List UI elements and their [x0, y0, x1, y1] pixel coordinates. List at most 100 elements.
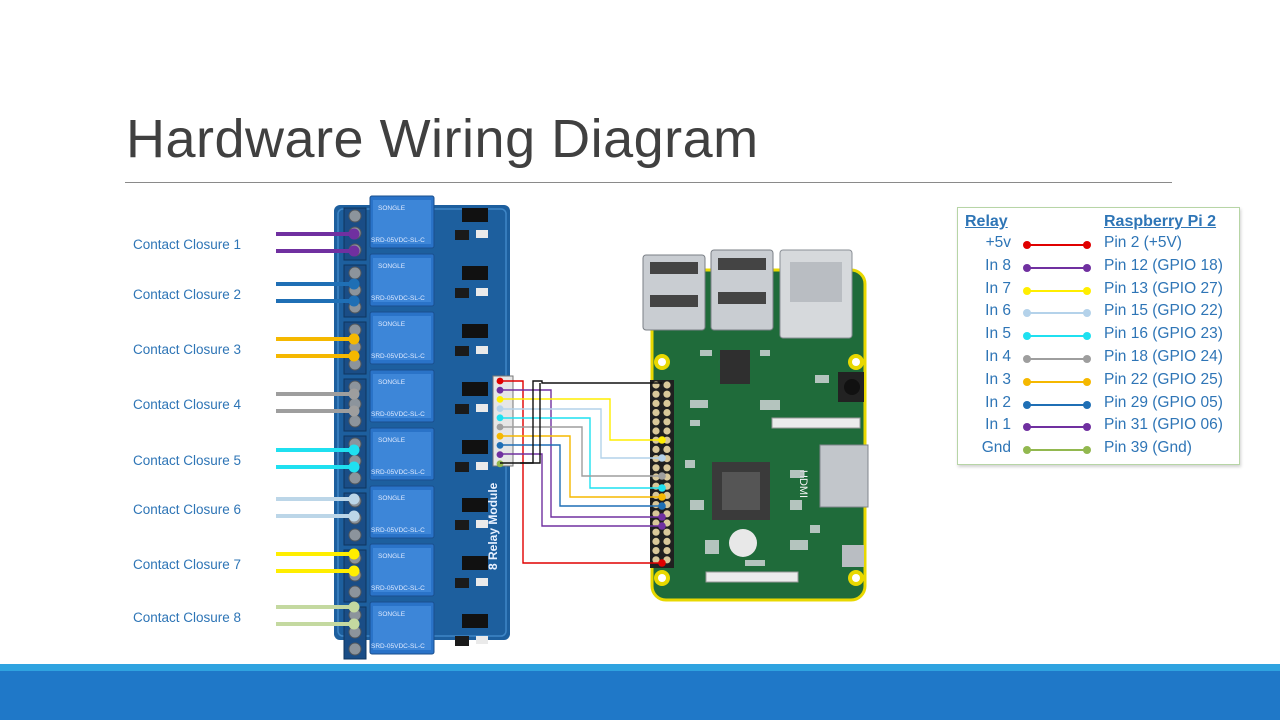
relay-unit: SONGLE SRD-05VDC-SL-C	[369, 253, 488, 307]
gpio-pin	[663, 390, 671, 398]
legend-dot	[1023, 332, 1031, 341]
gpio-pin	[652, 556, 660, 564]
contact-closure-label: Contact Closure 6	[133, 502, 242, 517]
legend-pi-pin: Pin 39 (Gnd)	[1104, 439, 1192, 457]
legend-dot	[1083, 286, 1091, 295]
legend-dot	[1083, 377, 1091, 386]
gpio-pin	[663, 537, 671, 546]
smd-component	[700, 350, 712, 356]
contact-closure-label: Contact Closure 3	[133, 342, 242, 357]
legend-pi-header: Raspberry Pi 2	[1104, 213, 1217, 230]
smd-component	[760, 350, 770, 356]
svg-text:SRD-05VDC-SL-C: SRD-05VDC-SL-C	[371, 469, 425, 476]
contact-closure-label: Contact Closure 5	[133, 453, 242, 468]
smd-component	[815, 375, 829, 383]
header-pin-dot	[496, 460, 504, 468]
legend-dot	[1083, 241, 1091, 249]
optocoupler	[462, 440, 488, 454]
wire-end-dot	[348, 618, 360, 630]
terminal-screw	[348, 209, 362, 223]
contact-closure-label: Contact Closure 2	[133, 287, 242, 302]
wire-end-dot	[348, 278, 360, 290]
svg-text:SONGLE: SONGLE	[378, 321, 406, 328]
svg-text:SONGLE: SONGLE	[378, 553, 406, 560]
jumper-wire	[500, 408, 662, 459]
svg-text:SRD-05VDC-SL-C: SRD-05VDC-SL-C	[371, 295, 425, 302]
gpio-pin	[652, 418, 660, 426]
contact-wires	[276, 228, 360, 630]
gpio-pin-dot	[658, 454, 666, 462]
wire-end-dot	[348, 493, 360, 505]
raspberry-pi-board: HDMI	[642, 249, 869, 602]
transistor	[455, 462, 469, 472]
ground-wire	[500, 380, 662, 464]
wire-end-dot	[348, 228, 360, 240]
legend-wire-swatch	[1023, 400, 1091, 409]
optocoupler	[462, 382, 488, 396]
gpio-pin	[652, 528, 660, 536]
jumper-wire	[500, 398, 662, 441]
legend-wire-swatch	[1023, 332, 1091, 341]
led	[476, 578, 488, 586]
jumper-wire	[500, 380, 662, 564]
relay-units: SONGLE SRD-05VDC-SL-C SONGLE SRD-05VDC-SL-C…	[369, 195, 488, 655]
legend-pi-pin: Pin 31 (GPIO 06)	[1104, 416, 1223, 434]
smd-component	[745, 560, 765, 566]
legend-dot	[1023, 309, 1031, 318]
display-connector	[771, 417, 861, 429]
wire-end-dot	[348, 565, 360, 577]
legend-dot	[1083, 263, 1091, 272]
svg-text:SONGLE: SONGLE	[378, 611, 406, 618]
led	[476, 404, 488, 412]
wire-end-dot	[348, 461, 360, 473]
svg-text:SONGLE: SONGLE	[378, 495, 406, 502]
wire-end-dot	[348, 405, 360, 417]
transistor	[455, 346, 469, 356]
legend-dot	[1023, 423, 1031, 432]
led	[476, 230, 488, 238]
footer-bar	[0, 671, 1280, 720]
svg-text:SONGLE: SONGLE	[378, 263, 406, 270]
legend-dot	[1083, 332, 1091, 341]
legend-relay-pin: In 2	[985, 393, 1011, 411]
terminal-screw	[348, 266, 362, 280]
gpio-pin	[663, 427, 671, 435]
led	[476, 636, 488, 644]
wire-end-dot	[348, 510, 360, 522]
svg-text:SONGLE: SONGLE	[378, 379, 406, 386]
legend-wire-swatch	[1023, 263, 1091, 272]
gpio-pin	[652, 427, 660, 435]
legend-dot	[1083, 400, 1091, 409]
svg-text:SRD-05VDC-SL-C: SRD-05VDC-SL-C	[371, 353, 425, 360]
legend-wire-swatch	[1023, 286, 1091, 295]
legend-wire-swatch	[1023, 423, 1091, 432]
transistor	[455, 636, 469, 646]
legend-pi-pin: Pin 16 (GPIO 23)	[1104, 325, 1223, 343]
gpio-pin	[663, 409, 671, 417]
led	[476, 520, 488, 528]
transistor	[455, 520, 469, 530]
camera-connector	[705, 571, 799, 583]
raspberry-logo	[729, 529, 757, 557]
gpio-pin	[652, 464, 660, 472]
optocoupler	[462, 208, 488, 222]
gpio-pin	[663, 399, 671, 407]
relay-module-label: 8 Relay Module	[486, 482, 500, 570]
legend-relay-pin: Gnd	[981, 439, 1011, 457]
jumper-wire	[500, 435, 662, 498]
wire-end-dot	[348, 548, 360, 560]
legend-pi-pin: Pin 22 (GPIO 25)	[1104, 370, 1223, 388]
gpio-pin	[663, 381, 671, 389]
legend-dot	[1083, 423, 1091, 432]
legend-pi-pin: Pin 13 (GPIO 27)	[1104, 279, 1223, 297]
pi-components	[685, 350, 829, 566]
led	[476, 346, 488, 354]
jumper-wires	[496, 377, 666, 567]
legend-relay-pin: In 4	[985, 348, 1011, 365]
legend-dot	[1023, 241, 1031, 249]
legend-dot	[1023, 400, 1031, 409]
